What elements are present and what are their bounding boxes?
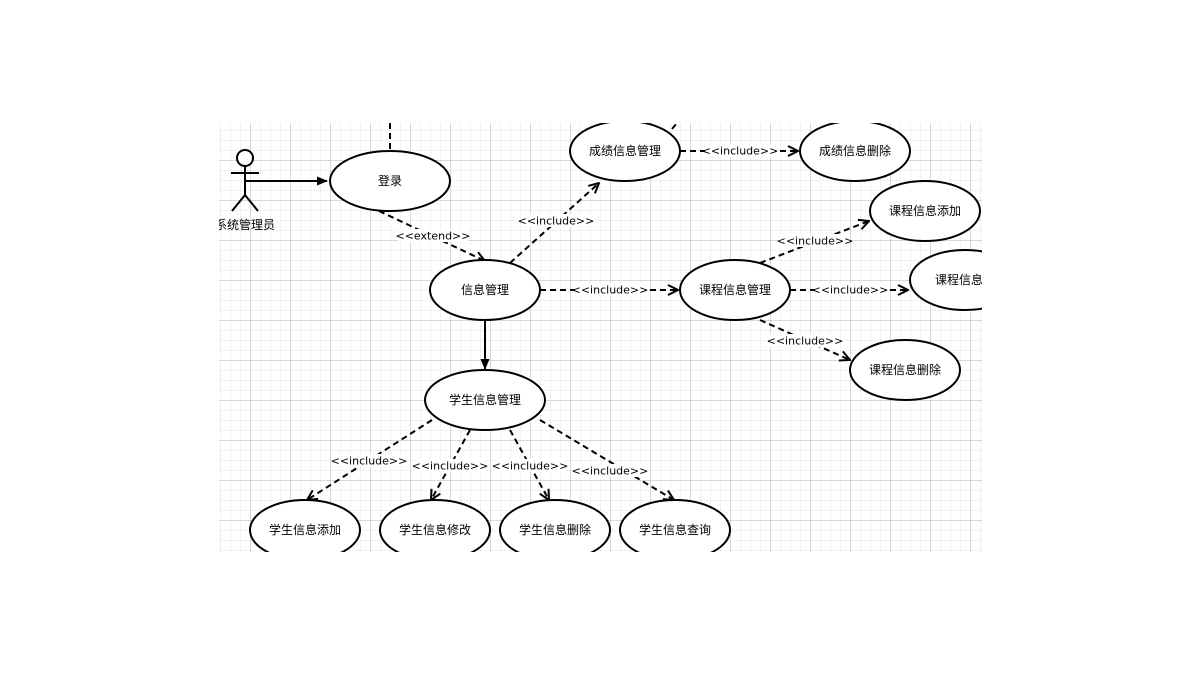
label-include-grade-delete: <<include>> (702, 144, 779, 158)
svg-text:<<include>>: <<include>> (492, 460, 569, 473)
edge-course-delete (759, 319, 850, 360)
label-include-student-query: <<include>> (572, 464, 649, 478)
usecase-info-management-label: 信息管理 (461, 282, 509, 297)
svg-text:<<extend>>: <<extend>> (396, 230, 471, 243)
usecase-student-modify[interactable]: 学生信息修改 (379, 499, 491, 552)
usecase-course-modify-label: 课程信息修 (935, 272, 982, 287)
label-include-course-modify: <<include>> (812, 283, 889, 297)
svg-text:<<include>>: <<include>> (331, 455, 408, 468)
usecase-info-management[interactable]: 信息管理 (429, 259, 541, 321)
usecase-student-add[interactable]: 学生信息添加 (249, 499, 361, 552)
usecase-course-delete[interactable]: 课程信息删除 (849, 339, 961, 401)
stick-figure-icon (231, 149, 259, 212)
svg-text:<<include>>: <<include>> (702, 145, 779, 158)
actor-label: 系统管理员 (219, 217, 275, 232)
usecase-course-management[interactable]: 课程信息管理 (679, 259, 791, 321)
svg-text:<<include>>: <<include>> (412, 460, 489, 473)
usecase-login[interactable]: 登录 (329, 150, 451, 212)
usecase-grade-management[interactable]: 成绩信息管理 (569, 123, 681, 182)
usecase-student-management-label: 学生信息管理 (449, 392, 521, 407)
usecase-student-query-label: 学生信息查询 (639, 522, 711, 537)
label-include-student-delete: <<include>> (492, 459, 569, 473)
svg-text:<<include>>: <<include>> (518, 215, 595, 228)
svg-text:<<include>>: <<include>> (812, 284, 889, 297)
usecase-grade-delete[interactable]: 成绩信息删除 (799, 123, 911, 182)
svg-text:<<include>>: <<include>> (777, 235, 854, 248)
usecase-student-add-label: 学生信息添加 (269, 522, 341, 537)
usecase-login-label: 登录 (378, 173, 402, 188)
edge-grade-top (671, 123, 678, 130)
usecase-grade-management-label: 成绩信息管理 (589, 143, 661, 158)
usecase-course-add-label: 课程信息添加 (889, 203, 961, 218)
label-include-student-add: <<include>> (331, 454, 408, 468)
label-include-student-modify: <<include>> (412, 459, 489, 473)
usecase-student-delete-label: 学生信息删除 (519, 522, 591, 537)
use-case-diagram: <<extend>> <<include>> <<include>> <<inc… (219, 123, 982, 552)
usecase-course-management-label: 课程信息管理 (699, 282, 771, 297)
label-extend: <<extend>> (396, 229, 471, 243)
usecase-grade-delete-label: 成绩信息删除 (819, 143, 891, 158)
usecase-course-add[interactable]: 课程信息添加 (869, 180, 981, 242)
svg-text:<<include>>: <<include>> (572, 465, 649, 478)
diagram-canvas[interactable]: <<extend>> <<include>> <<include>> <<inc… (219, 123, 982, 552)
usecase-student-management[interactable]: 学生信息管理 (424, 369, 546, 431)
svg-text:<<include>>: <<include>> (767, 335, 844, 348)
usecase-course-modify[interactable]: 课程信息修 (909, 249, 982, 311)
svg-text:<<include>>: <<include>> (572, 284, 649, 297)
edge-student-query (539, 419, 674, 500)
label-include-course-delete: <<include>> (767, 334, 844, 348)
label-include-course-add: <<include>> (777, 234, 854, 248)
label-include-course: <<include>> (572, 283, 649, 297)
usecase-student-delete[interactable]: 学生信息删除 (499, 499, 611, 552)
usecase-student-modify-label: 学生信息修改 (399, 522, 471, 537)
usecase-course-delete-label: 课程信息删除 (869, 362, 941, 377)
usecase-student-query[interactable]: 学生信息查询 (619, 499, 731, 552)
label-include-grade: <<include>> (518, 214, 595, 228)
actor-system-admin[interactable]: 系统管理员 (219, 149, 275, 232)
